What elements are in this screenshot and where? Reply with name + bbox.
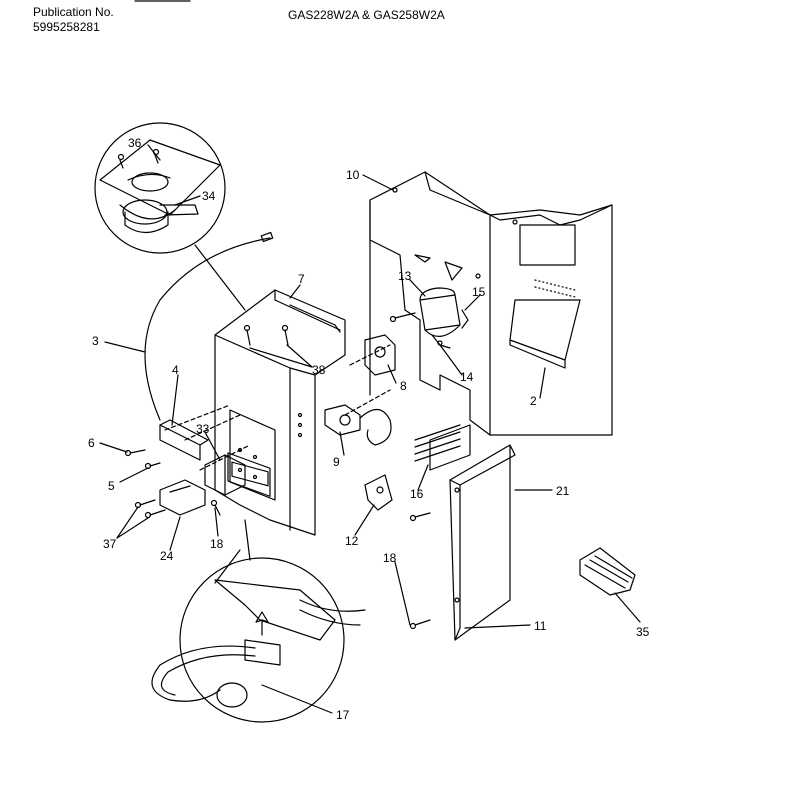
callout-3: 3 [92, 334, 99, 348]
detail-leader-damper [194, 244, 246, 311]
callout-35: 35 [636, 625, 650, 639]
publication-label: Publication No. [33, 5, 114, 19]
projection-lines [164, 344, 391, 471]
callout-4: 4 [172, 363, 179, 377]
bracket-12 [364, 474, 393, 511]
clamp-15 [461, 309, 469, 329]
callout-labels: 36 34 10 7 13 15 3 38 8 14 4 2 33 6 9 5 … [88, 136, 650, 722]
publication-number: 5995258281 [33, 20, 100, 34]
switch-8 [364, 334, 396, 376]
bracket-24 [159, 479, 206, 516]
callout-10: 10 [346, 168, 360, 182]
screw-18-right [409, 512, 431, 630]
callout-33: 33 [196, 422, 210, 436]
callout-21: 21 [556, 484, 570, 498]
callout-11: 11 [534, 619, 547, 633]
callout-34: 34 [202, 189, 216, 203]
callout-13: 13 [398, 269, 412, 283]
callout-37: 37 [103, 537, 117, 551]
callout-18-right: 18 [383, 551, 397, 565]
callout-36: 36 [128, 136, 142, 150]
control-housing [214, 289, 346, 536]
callout-24: 24 [160, 549, 174, 563]
callout-17: 17 [336, 708, 350, 722]
thermostat-13 [389, 287, 461, 337]
callout-38: 38 [312, 363, 326, 377]
callout-18-left: 18 [210, 537, 224, 551]
callout-5: 5 [108, 479, 115, 493]
terminal-33 [204, 454, 246, 496]
knob-9 [324, 404, 392, 446]
detail-leader-cord-2 [244, 519, 251, 561]
callout-9: 9 [333, 455, 340, 469]
screw-18-left [210, 499, 221, 516]
model-numbers: GAS228W2A & GAS258W2A [288, 8, 445, 22]
detail-circle-damper [94, 122, 226, 254]
callout-14: 14 [460, 370, 474, 384]
cabinet-panel-10 [369, 171, 613, 436]
switch-4 [159, 419, 209, 461]
callout-8: 8 [400, 379, 407, 393]
terminal-block-16 [414, 424, 471, 471]
screw-6 [124, 449, 146, 457]
wire-harness [144, 231, 274, 421]
callout-2: 2 [530, 394, 537, 408]
callout-15: 15 [472, 285, 486, 299]
callout-6: 6 [88, 436, 95, 450]
detail-circle-power-cord [151, 557, 366, 723]
callout-16: 16 [410, 487, 424, 501]
screws-38 [243, 324, 289, 346]
callout-12: 12 [345, 534, 359, 548]
side-panel-21 [449, 444, 516, 641]
part-35 [579, 547, 636, 596]
callout-7: 7 [298, 272, 305, 286]
detail-leader-cord [214, 549, 241, 584]
filter-2 [509, 279, 581, 369]
leader-lines [99, 144, 641, 714]
